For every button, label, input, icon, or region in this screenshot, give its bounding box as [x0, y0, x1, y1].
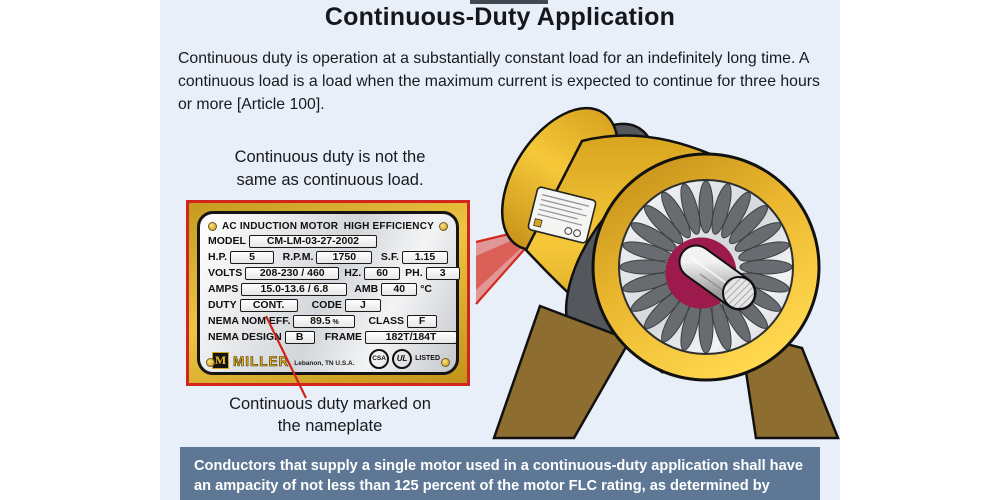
- motor-nameplate: AC INDUCTION MOTOR HIGH EFFICIENCY MODEL…: [186, 200, 470, 386]
- mini-nameplate-label: [527, 186, 597, 244]
- eff-number: 89.5: [310, 314, 331, 327]
- screw-icon: [206, 358, 215, 367]
- callout-not-same-as-load: Continuous duty is not the same as conti…: [234, 148, 426, 189]
- ul-listed-label: LISTED: [415, 355, 440, 363]
- frame-value: 182T/184T: [365, 330, 458, 344]
- amb-unit: °C: [420, 283, 432, 296]
- nameplate-efficiency-tag: HIGH EFFICIENCY: [343, 220, 434, 232]
- screw-icon: [208, 221, 217, 231]
- hp-label: H.P.: [208, 251, 228, 264]
- eff-value: 89.5%: [293, 314, 356, 328]
- sf-label: S.F.: [380, 251, 399, 264]
- ph-value: 3: [425, 266, 460, 280]
- model-value: CM-LM-03-27-2002: [248, 234, 377, 248]
- hz-label: HZ.: [344, 267, 362, 280]
- certification-marks: CSA UL LISTED: [369, 348, 440, 369]
- row-volts-hz-ph: VOLTS 208-230 / 460 HZ. 60 PH. 3: [208, 266, 460, 281]
- hub-and-shaft: [665, 237, 757, 311]
- amps-label: AMPS: [208, 283, 239, 296]
- amps-value: 15.0-13.6 / 6.8: [241, 282, 348, 296]
- code-label: CODE: [311, 299, 342, 312]
- caption-duty-marked: Continuous duty marked on the nameplate: [229, 395, 431, 436]
- duty-value: CONT.: [239, 298, 298, 312]
- volts-value: 208-230 / 460: [245, 266, 340, 280]
- row-design-frame: NEMA DESIGN B FRAME 182T/184T: [208, 330, 458, 345]
- nameplate-header: AC INDUCTION MOTOR HIGH EFFICIENCY: [208, 219, 448, 233]
- hz-value: 60: [364, 266, 401, 280]
- brand-location: Lebanon, TN U.S.A.: [294, 359, 355, 367]
- brand-name: MILLER: [233, 353, 290, 370]
- code-value: J: [344, 298, 381, 312]
- amb-value: 40: [381, 282, 418, 296]
- eff-unit: %: [332, 318, 339, 326]
- code-rule-box: Conductors that supply a single motor us…: [180, 447, 820, 500]
- row-eff-class: NEMA NOM EFF. 89.5% CLASS F: [208, 314, 448, 329]
- row-duty-code: DUTY CONT. CODE J: [208, 298, 448, 313]
- ul-mark-icon: UL: [392, 348, 413, 369]
- design-value: B: [284, 330, 315, 344]
- nameplate-title: AC INDUCTION MOTOR: [222, 220, 339, 232]
- row-amps-amb: AMPS 15.0-13.6 / 6.8 AMB 40 °C: [208, 282, 448, 297]
- eff-label: NEMA NOM EFF.: [208, 315, 291, 328]
- screw-icon: [441, 358, 450, 367]
- duty-label: DUTY: [208, 299, 237, 312]
- csa-mark-icon: CSA: [369, 348, 390, 369]
- cropped-header-remnant: [470, 0, 548, 4]
- screw-icon: [439, 221, 448, 231]
- model-label: MODEL: [208, 235, 246, 248]
- sf-value: 1.15: [402, 250, 448, 264]
- shaft-end-face: [722, 276, 756, 310]
- hp-value: 5: [230, 250, 275, 264]
- ph-label: PH.: [405, 267, 423, 280]
- row-hp-rpm-sf: H.P. 5 R.P.M. 1750 S.F. 1.15: [208, 250, 448, 265]
- volts-label: VOLTS: [208, 267, 243, 280]
- intro-paragraph: Continuous duty is operation at a substa…: [178, 50, 820, 113]
- class-label: CLASS: [368, 315, 405, 328]
- nameplate-plate: AC INDUCTION MOTOR HIGH EFFICIENCY MODEL…: [197, 211, 460, 375]
- stand-left-leg: [492, 304, 632, 440]
- amb-label: AMB: [354, 283, 379, 296]
- code-rule-text: Conductors that supply a single motor us…: [194, 458, 803, 500]
- row-model: MODEL CM-LM-03-27-2002: [208, 234, 448, 249]
- nameplate-brand-row: M MILLER Lebanon, TN U.S.A. CSA UL LISTE…: [208, 347, 448, 369]
- frame-label: FRAME: [324, 331, 363, 344]
- rpm-value: 1750: [316, 250, 373, 264]
- class-value: F: [407, 314, 438, 328]
- page-title: Continuous-Duty Application: [324, 3, 676, 31]
- rpm-label: R.P.M.: [282, 251, 314, 264]
- design-label: NEMA DESIGN: [208, 331, 282, 344]
